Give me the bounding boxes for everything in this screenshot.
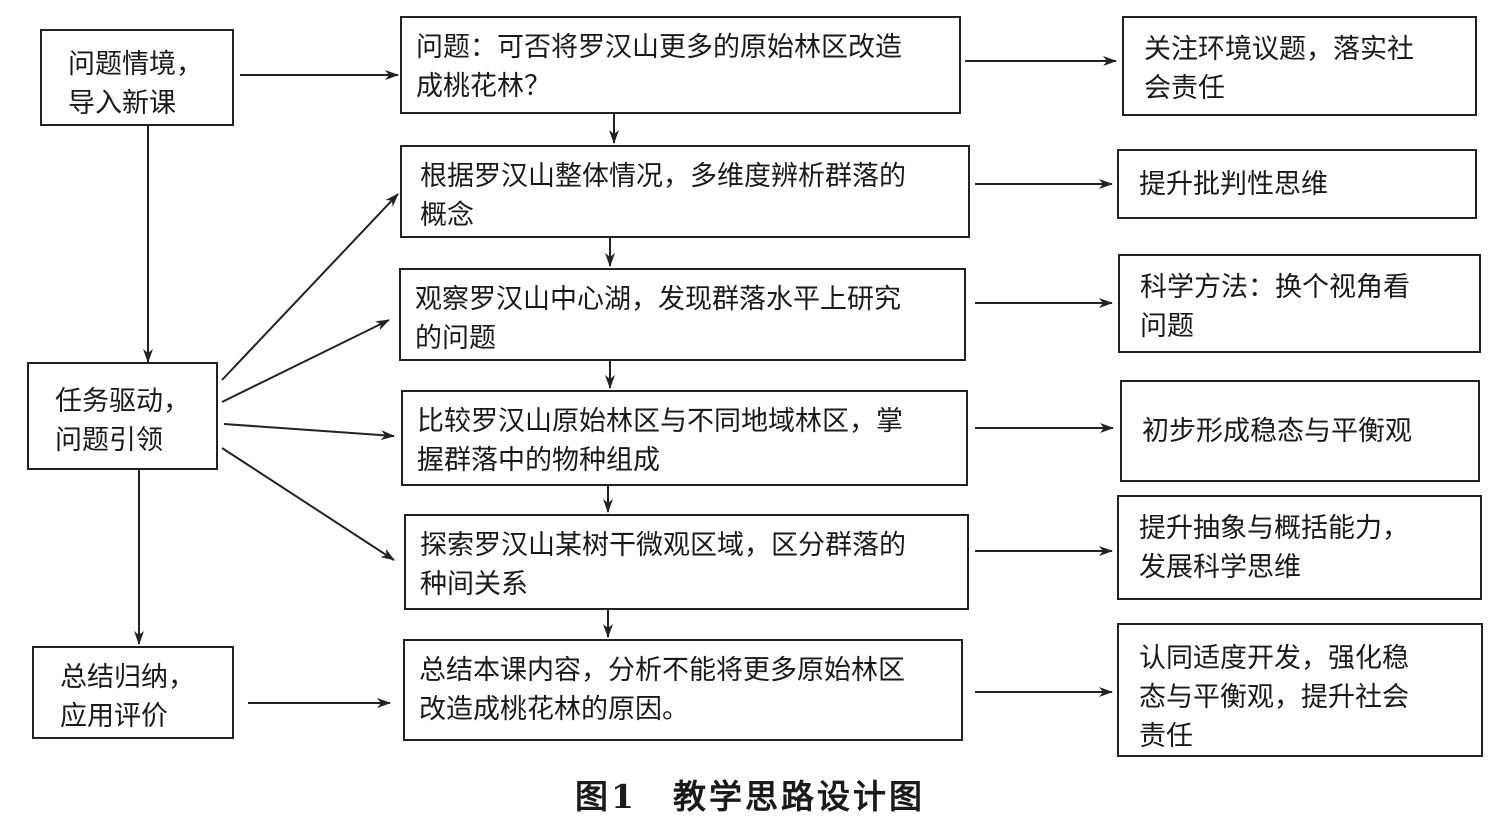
arrow-left2-to-mid2 <box>221 193 399 381</box>
box-line: 关注环境议题，落实社 <box>1144 34 1414 65</box>
goal-box-4: 初步形成稳态与平衡观 <box>1120 380 1480 482</box>
activity-box-6: 总结本课内容，分析不能将更多原始林区 改造成桃花林的原因。 <box>403 639 963 741</box>
stage-box-task: 任务驱动， 问题引领 <box>27 362 218 470</box>
figure-number: 图1 <box>575 777 637 816</box>
stage-box-intro: 问题情境， 导入新课 <box>40 29 234 126</box>
box-line: 问题引领 <box>55 425 163 456</box>
figure-title: 教学思路设计图 <box>672 777 925 816</box>
box-line: 会责任 <box>1144 73 1225 104</box>
box-line: 任务驱动， <box>55 386 190 417</box>
box-line: 问题：可否将罗汉山更多的原始林区改造 <box>416 32 902 63</box>
box-line: 提升抽象与概括能力， <box>1139 513 1409 544</box>
activity-box-3: 观察罗汉山中心湖，发现群落水平上研究 的问题 <box>399 268 966 361</box>
goal-box-3: 科学方法：换个视角看 问题 <box>1118 254 1481 353</box>
stage-box-summary: 总结归纳， 应用评价 <box>32 646 234 739</box>
arrow-left2-to-mid4 <box>223 423 395 441</box>
goal-box-2: 提升批判性思维 <box>1117 149 1477 219</box>
box-line: 总结归纳， <box>60 662 195 693</box>
box-line: 导入新课 <box>68 88 176 119</box>
box-line: 成桃花林？ <box>416 71 551 102</box>
goal-box-6: 认同适度开发，强化稳 态与平衡观，提升社会 责任 <box>1117 623 1483 757</box>
box-line: 握群落中的物种组成 <box>417 445 660 476</box>
box-line: 责任 <box>1139 721 1193 752</box>
arrow-left2-to-mid5 <box>221 447 395 561</box>
goal-box-1: 关注环境议题，落实社 会责任 <box>1122 16 1477 116</box>
box-line: 观察罗汉山中心湖，发现群落水平上研究 <box>415 284 901 315</box>
box-line: 问题 <box>1140 311 1194 342</box>
box-line: 根据罗汉山整体情况，多维度辨析群落的 <box>420 161 906 192</box>
arrow-left2-to-mid3 <box>221 319 390 403</box>
box-line: 发展科学思维 <box>1139 552 1301 583</box>
box-line: 应用评价 <box>60 701 168 732</box>
activity-box-5: 探索罗汉山某树干微观区域，区分群落的 种间关系 <box>404 514 969 610</box>
activity-box-1: 问题：可否将罗汉山更多的原始林区改造 成桃花林？ <box>400 16 961 114</box>
box-line: 总结本课内容，分析不能将更多原始林区 <box>419 655 905 686</box>
box-line: 概念 <box>420 200 474 231</box>
box-line: 认同适度开发，强化稳 <box>1139 643 1409 674</box>
box-line: 提升批判性思维 <box>1139 169 1328 200</box>
box-line: 问题情境， <box>68 49 203 80</box>
box-line: 比较罗汉山原始林区与不同地域林区，掌 <box>417 406 903 437</box>
activity-box-2: 根据罗汉山整体情况，多维度辨析群落的 概念 <box>400 145 970 238</box>
box-line: 探索罗汉山某树干微观区域，区分群落的 <box>420 530 906 561</box>
figure-caption: 图1 教学思路设计图 <box>0 770 1500 818</box>
box-line: 态与平衡观，提升社会 <box>1139 682 1409 713</box>
activity-box-4: 比较罗汉山原始林区与不同地域林区，掌 握群落中的物种组成 <box>401 390 968 486</box>
box-line: 的问题 <box>415 323 496 354</box>
box-line: 改造成桃花林的原因。 <box>419 694 689 725</box>
box-line: 种间关系 <box>420 569 528 600</box>
goal-box-5: 提升抽象与概括能力， 发展科学思维 <box>1117 495 1482 600</box>
box-line: 科学方法：换个视角看 <box>1140 272 1410 303</box>
box-line: 初步形成稳态与平衡观 <box>1142 416 1412 447</box>
